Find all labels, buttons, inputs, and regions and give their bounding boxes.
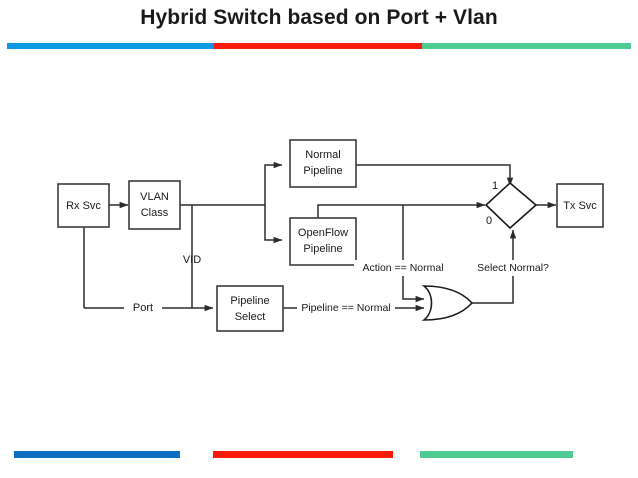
rule-segment-blue	[7, 43, 214, 49]
rule-segment-red	[213, 43, 422, 49]
node-or-gate[interactable]	[421, 285, 474, 321]
edge-or-to-mux-select	[472, 229, 517, 304]
node-openflow-pipeline-label-1: OpenFlow	[298, 227, 348, 239]
node-openflow-pipeline[interactable]	[289, 217, 357, 266]
edge-label-pipeline-normal: Pipeline == Normal	[301, 302, 390, 314]
edge-action-normal-to-or	[402, 205, 425, 303]
node-normal-pipeline-label-2: Pipeline	[303, 165, 342, 177]
rule-segment-green	[421, 43, 631, 49]
node-pipeline-select[interactable]	[216, 285, 284, 332]
edge-trunk-to-normal-pipeline	[264, 161, 283, 205]
edge-normal-pipeline-to-mux-one	[355, 164, 514, 187]
mux-input-zero-label: 0	[486, 215, 492, 227]
node-pipeline-select-label-2: Select	[235, 311, 266, 323]
edge-label-select-normal-mask	[466, 260, 562, 276]
diagram-container: Rx Svc VLAN Class Normal Pipeline OpenFl…	[0, 60, 638, 450]
node-vlan-class-label-2: Class	[141, 207, 169, 219]
node-normal-pipeline[interactable]	[289, 139, 357, 188]
edge-label-action-mask	[354, 260, 454, 276]
node-rx-svc-label: Rx Svc	[66, 200, 101, 212]
edge-openflow-pipeline-to-mux-zero	[317, 201, 486, 218]
edge-label-select-normal: Select Normal?	[477, 262, 549, 274]
title-underline-rule	[7, 43, 631, 49]
node-mux-diamond[interactable]	[484, 181, 538, 230]
node-tx-svc-label: Tx Svc	[563, 200, 597, 212]
node-normal-pipeline-label-1: Normal	[305, 149, 340, 161]
edge-label-port-text: Port	[133, 302, 153, 314]
edge-trunk-to-openflow-pipeline	[264, 205, 283, 244]
node-pipeline-select-label-1: Pipeline	[230, 295, 269, 307]
footer-rule-blue	[14, 451, 180, 458]
edge-label-action-normal: Action == Normal	[362, 262, 443, 274]
node-vlan-class-label-1: VLAN	[140, 191, 169, 203]
node-tx-svc[interactable]	[556, 183, 604, 228]
page-title: Hybrid Switch based on Port + Vlan	[140, 6, 498, 29]
node-openflow-pipeline-label-2: Pipeline	[303, 243, 342, 255]
footer-rule-green	[420, 451, 573, 458]
node-vlan-class[interactable]	[128, 180, 181, 230]
footer-rule-red	[213, 451, 393, 458]
hybrid-switch-block-diagram: Rx Svc VLAN Class Normal Pipeline OpenFl…	[57, 139, 604, 332]
edge-label-port-mask	[124, 300, 162, 316]
mux-input-one-label: 1	[492, 180, 498, 192]
node-rx-svc[interactable]	[57, 183, 110, 228]
edge-label-pipeline-normal-mask	[297, 300, 395, 316]
edge-label-vid: VID	[183, 254, 201, 266]
